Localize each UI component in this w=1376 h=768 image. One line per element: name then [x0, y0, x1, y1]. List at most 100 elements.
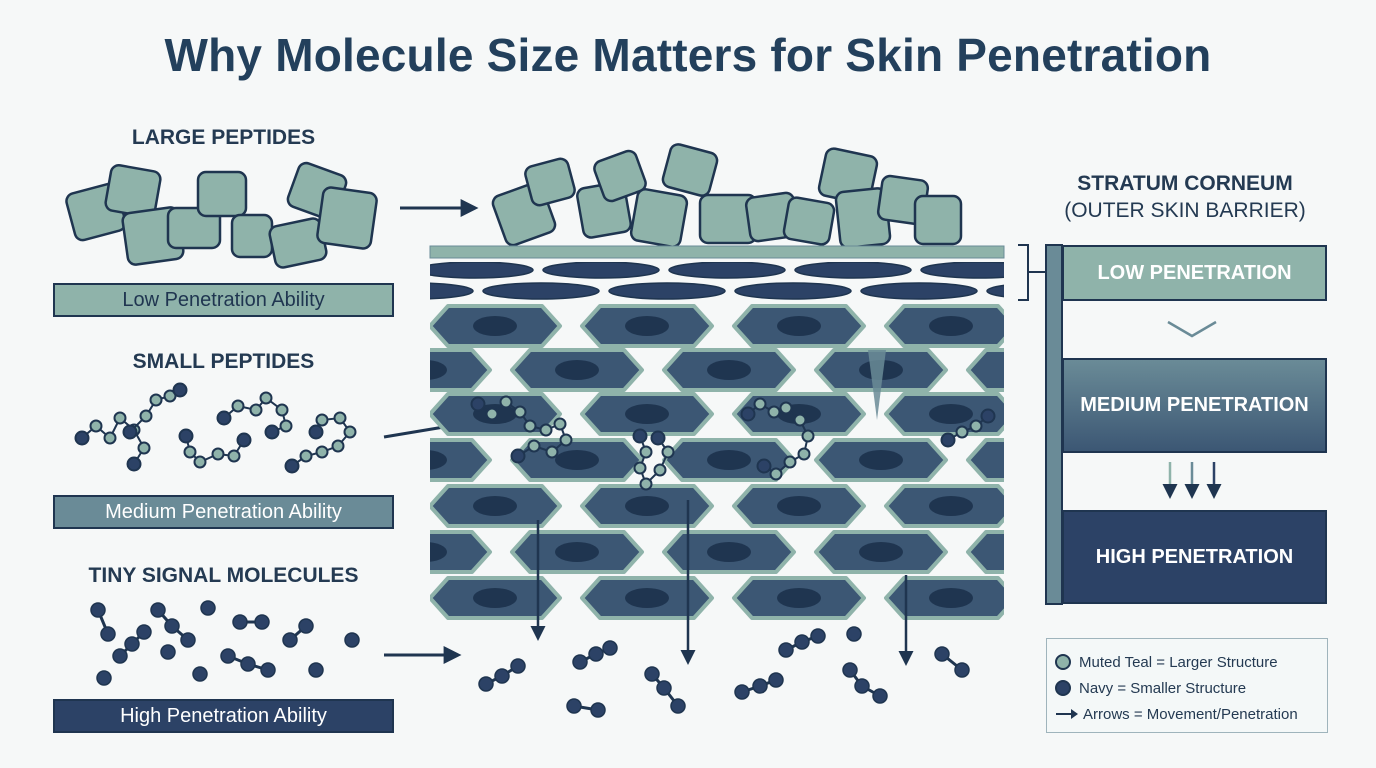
small-peptides-label: SMALL PEPTIDES [132, 350, 315, 373]
tiny-molecule [478, 658, 526, 692]
medium-ability-box: Medium Penetration Ability [53, 495, 394, 529]
low-ability-box: Low Penetration Ability [53, 283, 394, 317]
legend-row-teal: Muted Teal = Larger Structure [1055, 649, 1327, 675]
navy-dot-icon [1055, 680, 1071, 696]
chevron-down-icon [1167, 320, 1217, 338]
cell-nucleus [625, 496, 669, 516]
cell-nucleus [555, 450, 599, 470]
large-peptides-label: LARGE PEPTIDES [131, 126, 316, 149]
penetration-wedge [868, 350, 886, 420]
tiny-molecule [308, 662, 324, 678]
large-peptide-chain-left [65, 161, 378, 269]
skin-cell [430, 438, 492, 482]
medium-penetration-box: MEDIUM PENETRATION [1062, 358, 1327, 453]
tiny-molecule [846, 626, 862, 642]
tiny-molecule [90, 602, 116, 642]
cell-nucleus [929, 316, 973, 336]
tiny-molecule [644, 666, 686, 714]
peptide-chain [74, 411, 151, 472]
cell-nucleus [707, 360, 751, 380]
tiny-molecule [150, 602, 196, 648]
cell-nucleus [859, 542, 903, 562]
peptide-chain [740, 397, 815, 481]
tiny-molecule [734, 672, 784, 700]
cell-nucleus [777, 316, 821, 336]
skin-surface [429, 245, 1005, 259]
peptide-chain [470, 395, 573, 464]
tiny-molecule [934, 646, 970, 678]
cell-nucleus [929, 496, 973, 516]
cell-nucleus [473, 588, 517, 608]
skin-cell [966, 348, 1004, 392]
penetration-scale-bar [1045, 244, 1063, 605]
skin-cell-layers [430, 262, 1004, 620]
tiny-molecule [282, 618, 314, 648]
flat-cell [860, 282, 978, 300]
skin-cell [430, 530, 492, 574]
tiny-molecule [566, 698, 606, 718]
peptide-chain [178, 428, 252, 469]
tiny-molecule [572, 640, 618, 670]
large-peptide-chain-surface [491, 143, 963, 249]
tiny-molecule [192, 666, 208, 682]
flat-cell [430, 262, 534, 279]
cell-nucleus [929, 588, 973, 608]
peptide-chain [632, 428, 675, 491]
skin-cell [430, 348, 492, 392]
tiny-molecule [200, 600, 216, 616]
cell-nucleus [430, 360, 447, 380]
tiny-molecule [220, 648, 276, 678]
flat-cell [986, 284, 1004, 298]
cell-nucleus [473, 316, 517, 336]
tiny-molecule [232, 614, 270, 630]
cell-nucleus [859, 450, 903, 470]
stratum-corneum-label: STRATUM CORNEUM [1077, 172, 1293, 195]
tiny-molecule [842, 662, 888, 704]
small-peptide-chains [74, 382, 996, 491]
flat-cell [920, 262, 1004, 279]
tiny-signal-molecules-label: TINY SIGNAL MOLECULES [88, 564, 359, 587]
cell-nucleus [430, 450, 447, 470]
cell-nucleus [707, 450, 751, 470]
skin-cell [966, 438, 1004, 482]
cell-nucleus [777, 496, 821, 516]
peptide-chain [284, 411, 357, 474]
legend-row-navy: Navy = Smaller Structure [1055, 675, 1327, 701]
peptide-chain [122, 382, 188, 440]
stratum-bracket [1018, 244, 1029, 301]
page-title: Why Molecule Size Matters for Skin Penet… [164, 29, 1212, 81]
flat-cell [430, 282, 474, 300]
flat-cell [608, 282, 726, 300]
cell-nucleus [555, 360, 599, 380]
teal-dot-icon [1055, 654, 1071, 670]
cell-nucleus [430, 542, 447, 562]
legend-teal-label: Muted Teal = Larger Structure [1079, 653, 1278, 671]
cell-nucleus [777, 588, 821, 608]
tiny-molecule [112, 624, 152, 664]
tiny-molecule [160, 644, 176, 660]
cell-nucleus [929, 404, 973, 424]
tiny-molecule [778, 628, 826, 658]
high-ability-box: High Penetration Ability [53, 699, 394, 733]
legend: Muted Teal = Larger Structure Navy = Sma… [1046, 638, 1328, 733]
peptide-chain [940, 408, 996, 448]
flat-cell [668, 262, 786, 279]
cell-nucleus [555, 542, 599, 562]
low-penetration-box: LOW PENETRATION [1062, 245, 1327, 301]
flat-cell [542, 262, 660, 279]
peptide-chain [216, 391, 293, 440]
legend-row-arrows: Arrows = Movement/Penetration [1055, 701, 1327, 727]
skin-cell [966, 530, 1004, 574]
cell-nucleus [625, 588, 669, 608]
outer-skin-barrier-label: (OUTER SKIN BARRIER) [1064, 199, 1306, 222]
flat-cell [482, 282, 600, 300]
arrow-right-icon [1056, 709, 1078, 719]
flat-cell [794, 262, 912, 279]
tiny-molecule [344, 632, 360, 648]
cell-nucleus [625, 316, 669, 336]
legend-navy-label: Navy = Smaller Structure [1079, 679, 1247, 697]
cell-nucleus [707, 542, 751, 562]
tiny-signal-molecules [90, 600, 970, 718]
legend-arrows-label: Arrows = Movement/Penetration [1083, 705, 1298, 723]
